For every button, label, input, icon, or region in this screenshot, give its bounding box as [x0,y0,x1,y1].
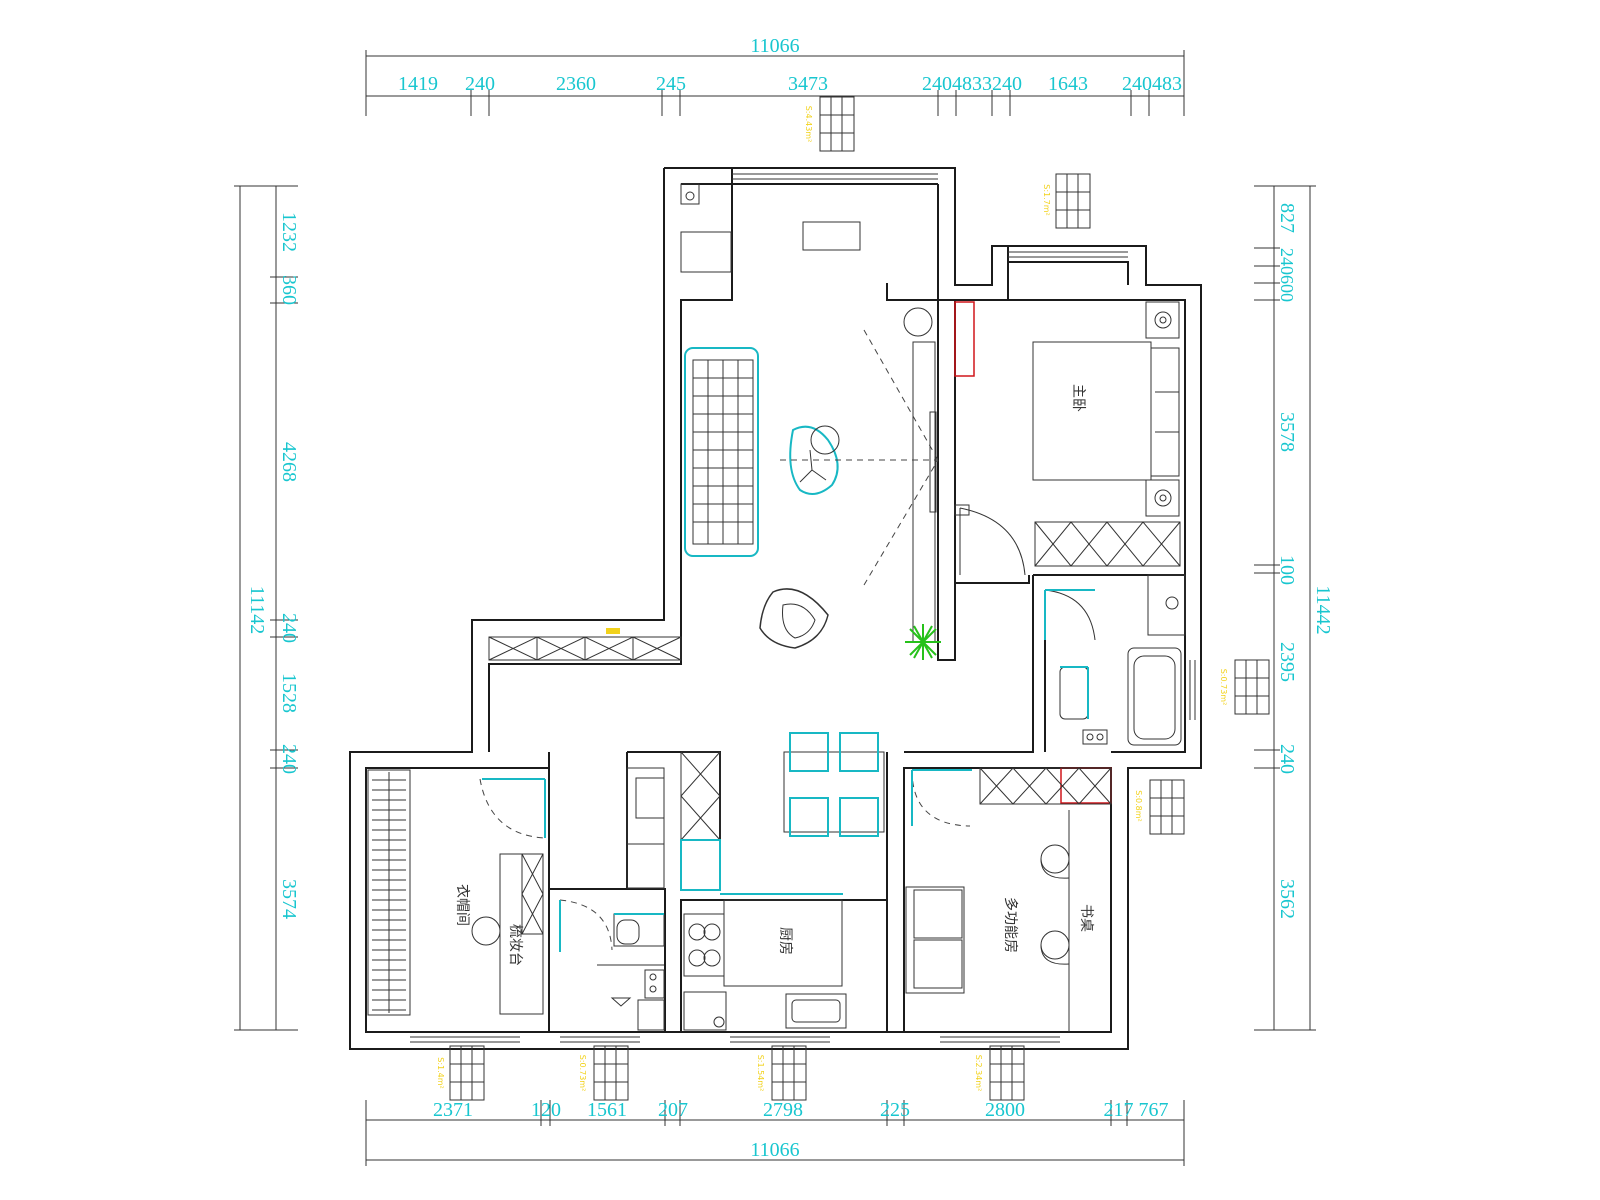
window-area-bottom-4: S:2.34m² [974,1055,983,1092]
window-area-bottom-3: S:1.54m² [756,1055,765,1092]
dressing-table-icon [472,854,543,1014]
window-area-bath: S:0.73m² [1219,669,1228,706]
red-marker-icon [955,302,974,376]
room-label-master-bedroom: 主卧 [1070,384,1086,412]
room-label-multi-room: 多功能房 [1002,897,1019,953]
right-dimension-4: 100 [1276,555,1298,585]
red-marker-icon [1061,768,1111,803]
right-total-dimension: 11442 [1312,585,1334,634]
dimension-lines [234,50,1316,1166]
right-dimension-2: 240600 [1277,248,1297,302]
windows [410,174,1195,1042]
left-dimension-1: 1232 [278,212,300,252]
left-dimension-3: 4268 [278,442,300,482]
top-dimension-6: 2404833240 [922,73,1022,95]
top-dimension-4: 245 [656,73,686,95]
window-tag-top: S:4.43m² [804,97,854,151]
right-dimension-5: 2395 [1276,642,1298,682]
left-dimension-6: 240 [278,744,300,774]
window-tag-bath: S:0.73m² [1219,660,1269,714]
switch-marker-icon [606,628,620,634]
bathroom-fixtures [1045,575,1185,745]
bedroom-door-icon [955,505,1025,575]
plant-icon [905,624,941,660]
top-total-dimension: 11066 [750,35,799,57]
top-dimension-1: 1419 [398,73,438,95]
top-dimension-2: 240 [465,73,495,95]
bottom-dimension-3: 1561 [587,1099,627,1121]
window-area-top: S:4.43m² [804,106,813,143]
left-dimension-5: 1528 [278,673,300,713]
room-label-dressing: 梳妆台 [507,924,523,966]
study-furniture [906,768,1111,1032]
window-tag-bottom-4: S:2.34m² [974,1046,1024,1100]
left-dimension-2: 360 [278,275,300,305]
cloakroom-door-swing [480,779,545,838]
window-tag-bottom-2: S:0.73m² [578,1046,628,1100]
top-dimension-5: 3473 [788,73,828,95]
window-area-study-right: S:0.8m² [1134,790,1143,822]
bottom-dimension-7: 2800 [985,1099,1025,1121]
wardrobe-icon [1035,522,1180,566]
bottom-dimension-4: 207 [658,1099,688,1121]
sink-icon [904,308,932,336]
shoe-cabinet-icon [489,637,681,660]
sofa-icon [685,348,758,556]
washing-machine-icon [681,184,699,204]
room-label-desk: 书桌 [1078,904,1094,932]
left-dimension-4: 240 [278,613,300,643]
walls [350,168,1201,1049]
bottom-dimension-6: 225 [880,1099,910,1121]
table-icon [803,222,860,250]
sight-lines [780,330,938,585]
left-dimension-7: 3574 [278,879,300,919]
small-bathroom-fixtures [560,900,664,1030]
bottom-dimension-5: 2798 [763,1099,803,1121]
armchair-icon [760,589,828,648]
lounge-chair-icon [790,426,839,494]
window-tag-bottom-1: S:1.4m² [436,1046,484,1100]
window-tag-study-right: S:0.8m² [1134,780,1184,834]
top-dimension-7: 1643 [1048,73,1088,95]
cloakroom-wardrobe-icon [368,770,410,1015]
window-area-bottom-1: S:1.4m² [436,1057,445,1089]
kitchen-fixtures [684,900,846,1030]
bottom-dimension-8: 217 767 [1104,1099,1169,1121]
top-dimension-8: 240483 [1122,73,1182,95]
bottom-dimension-2: 120 [531,1099,561,1121]
bottom-total-dimension: 11066 [750,1139,799,1161]
left-total-dimension: 11142 [246,586,268,635]
window-tag-bottom-3: S:1.54m² [756,1046,806,1100]
room-label-cloakroom: 衣帽间 [454,884,470,926]
top-dimension-3: 2360 [556,73,596,95]
window-area-bottom-2: S:0.73m² [578,1055,587,1092]
window-tag-top-right: S:1.7m² [1042,174,1090,228]
right-dimension-6: 240 [1276,744,1298,774]
cabinet-icon [681,232,731,272]
right-dimension-3: 3578 [1276,412,1298,452]
kitchen-cabinets [627,752,843,894]
dining-set-icon [784,733,884,836]
window-area-top-right: S:1.7m² [1042,184,1051,216]
bottom-dimension-1: 2371 [433,1099,473,1121]
bed-icon [1033,302,1179,516]
right-dimension-1: 827 [1276,203,1298,233]
right-dimension-7: 3562 [1276,879,1298,919]
tv-icon [930,412,936,512]
room-label-kitchen: 厨房 [777,927,793,955]
